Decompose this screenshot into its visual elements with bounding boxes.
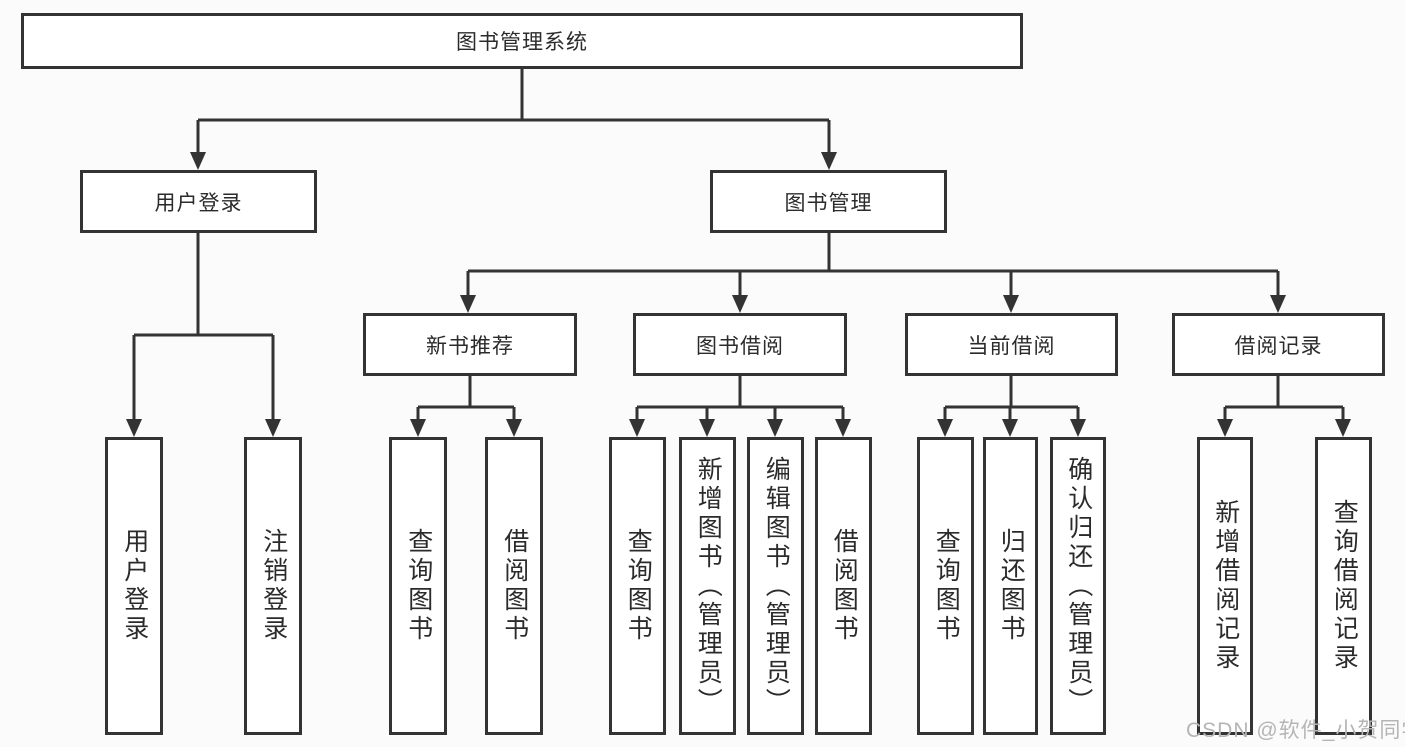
node-leaf-return-books-label: 归还图书 — [997, 528, 1026, 644]
node-leaf-return-books: 归还图书 — [983, 437, 1038, 735]
connector-book-branch — [460, 233, 1286, 313]
node-root-label: 图书管理系统 — [456, 31, 588, 54]
node-borrow-records: 借阅记录 — [1172, 313, 1385, 376]
connector-user-branch — [126, 233, 281, 437]
node-current-borrow: 当前借阅 — [905, 313, 1118, 376]
node-leaf-query-books-1-label: 查询图书 — [404, 528, 433, 644]
node-leaf-confirm-return-admin: 确认归还（管理员） — [1050, 437, 1106, 735]
node-user-login-branch-label: 用户登录 — [154, 191, 243, 215]
node-new-book-recommend-label: 新书推荐 — [426, 334, 514, 358]
node-leaf-edit-books-admin: 编辑图书（管理员） — [747, 437, 804, 735]
node-leaf-edit-books-admin-label: 编辑图书（管理员） — [762, 455, 791, 717]
node-leaf-query-borrow-record: 查询借阅记录 — [1315, 437, 1372, 735]
node-leaf-borrow-books-1: 借阅图书 — [485, 437, 543, 735]
node-leaf-query-books-2-label: 查询图书 — [624, 528, 653, 644]
node-leaf-query-borrow-record-label: 查询借阅记录 — [1330, 499, 1359, 673]
node-leaf-query-books-2: 查询图书 — [609, 437, 666, 735]
node-leaf-add-borrow-record-label: 新增借阅记录 — [1211, 499, 1240, 673]
node-leaf-logout: 注销登录 — [244, 437, 302, 735]
node-book-borrow: 图书借阅 — [633, 313, 847, 376]
csdn-watermark: CSDN @软件_小贺同学 — [1186, 719, 1405, 742]
node-book-management-branch: 图书管理 — [710, 170, 947, 233]
node-new-book-recommend: 新书推荐 — [363, 313, 577, 376]
node-leaf-query-books-3: 查询图书 — [917, 437, 974, 735]
node-leaf-borrow-books-2: 借阅图书 — [815, 437, 872, 735]
node-leaf-add-borrow-record: 新增借阅记录 — [1197, 437, 1253, 735]
node-leaf-borrow-books-2-label: 借阅图书 — [830, 528, 859, 644]
node-current-borrow-label: 当前借阅 — [967, 334, 1056, 358]
node-leaf-confirm-return-admin-label: 确认归还（管理员） — [1064, 455, 1093, 717]
node-leaf-query-books-3-label: 查询图书 — [932, 528, 961, 644]
node-leaf-add-books-admin: 新增图书（管理员） — [679, 437, 736, 735]
node-leaf-user-login: 用户登录 — [105, 437, 163, 735]
connector-new-books — [410, 376, 522, 437]
node-leaf-user-login-label: 用户登录 — [120, 528, 149, 644]
connector-book-borrow — [629, 376, 851, 437]
node-root-system: 图书管理系统 — [21, 13, 1023, 69]
node-book-borrow-label: 图书借阅 — [696, 334, 784, 358]
node-user-login-branch: 用户登录 — [80, 170, 317, 233]
node-leaf-borrow-books-1-label: 借阅图书 — [500, 528, 529, 644]
node-book-management-branch-label: 图书管理 — [784, 191, 873, 215]
node-leaf-query-books-1: 查询图书 — [389, 437, 447, 735]
node-borrow-records-label: 借阅记录 — [1234, 334, 1323, 358]
connector-current-borrow — [937, 376, 1086, 437]
node-leaf-logout-label: 注销登录 — [259, 528, 288, 644]
connector-root-to-level2 — [190, 69, 837, 170]
connector-borrow-records — [1217, 376, 1351, 437]
node-leaf-add-books-admin-label: 新增图书（管理员） — [694, 455, 723, 717]
